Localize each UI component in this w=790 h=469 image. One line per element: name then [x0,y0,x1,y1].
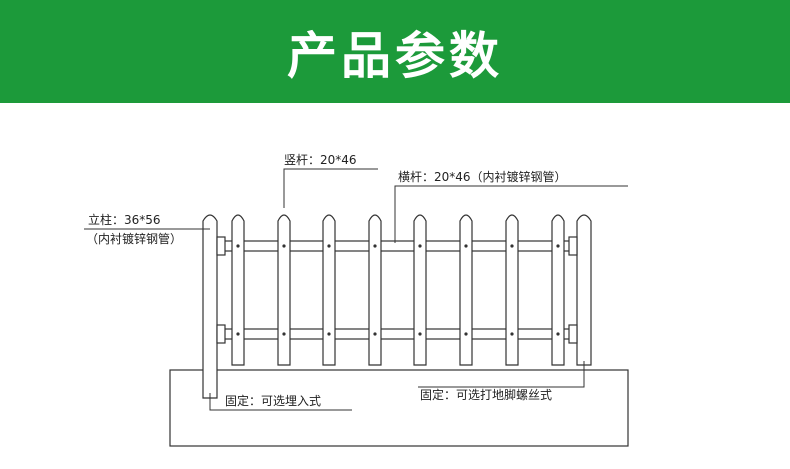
picket [277,214,291,366]
rivets [236,244,560,336]
bracket [568,236,578,256]
picket [368,214,382,366]
post-label-line1: 立柱：36*56 [88,212,161,227]
ground-base [169,369,629,447]
picket [322,214,336,366]
picket [459,214,473,366]
bracket [568,324,578,344]
header-banner: 产品参数 [0,0,790,103]
post-label-line2: （内衬镀锌钢管） [86,231,182,246]
vertical-bar-label: 竖杆：20*46 [284,153,357,167]
right-post [576,214,592,366]
top-rail [215,240,579,252]
horizontal-bar-label: 横杆：20*46（内衬镀锌钢管） [398,169,567,184]
fix-left-label: 固定：可选埋入式 [225,393,321,408]
leader-lines [84,168,628,411]
picket [505,214,519,366]
picket [231,214,245,366]
fence-structure [202,214,592,399]
bottom-rail [215,328,579,340]
picket [551,214,565,366]
bracket [216,324,226,344]
picket [413,214,427,366]
fix-right-label: 固定：可选打地脚螺丝式 [420,387,552,402]
left-post [202,214,218,399]
page-title: 产品参数 [287,26,503,85]
bracket [216,236,226,256]
fence-diagram: 竖杆：20*46 横杆：20*46（内衬镀锌钢管） 立柱：36*56 （内衬镀锌… [84,153,629,447]
